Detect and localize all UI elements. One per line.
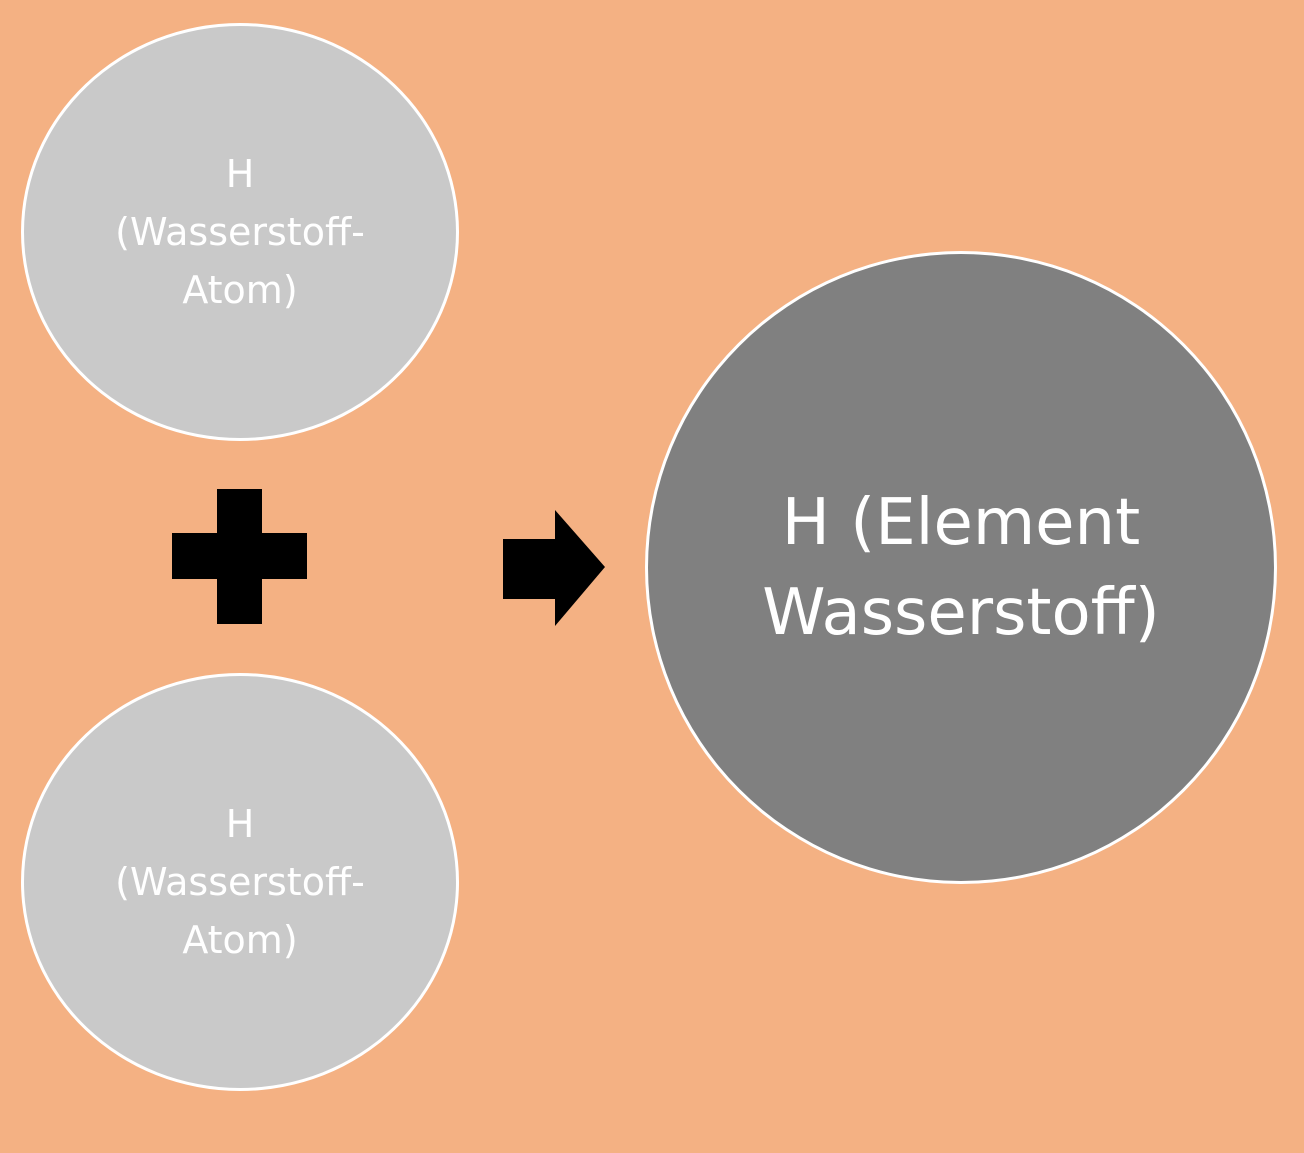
hydrogen-atom-top-label: H (Wasserstoff- Atom) [90,145,390,319]
arrow-right-icon [503,510,605,626]
element-line-1: H (Element [781,485,1141,560]
atom-top-line-1: H [225,152,255,196]
hydrogen-atom-top: H (Wasserstoff- Atom) [21,23,459,441]
hydrogen-element: H (Element Wasserstoff) [645,251,1277,884]
atom-bottom-line-2: (Wasserstoff- [115,860,365,904]
atom-bottom-line-1: H [225,802,255,846]
hydrogen-atom-bottom: H (Wasserstoff- Atom) [21,673,459,1091]
atom-top-line-3: Atom) [182,268,298,312]
atom-top-line-2: (Wasserstoff- [115,210,365,254]
hydrogen-atom-bottom-label: H (Wasserstoff- Atom) [90,795,390,969]
hydrogen-element-label: H (Element Wasserstoff) [701,478,1221,658]
element-line-2: Wasserstoff) [762,575,1160,650]
atom-bottom-line-3: Atom) [182,918,298,962]
plus-horizontal-bar [172,533,307,579]
